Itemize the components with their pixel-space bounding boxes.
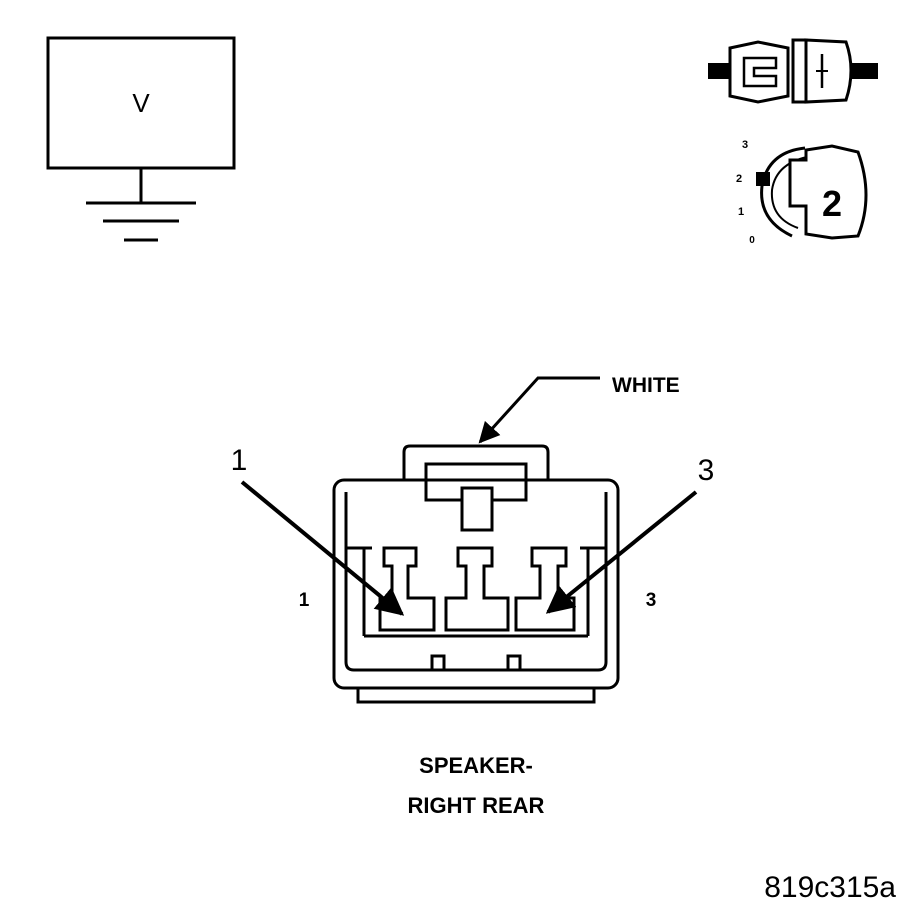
ignition-position-1: 1 <box>738 206 744 218</box>
pin-3-callout: 3 <box>698 454 715 487</box>
connector-caption-line-1: SPEAKER- <box>419 753 533 778</box>
pin-1-arrow <box>240 480 405 616</box>
pin-3-arrow <box>545 490 698 614</box>
voltmeter-box <box>46 36 236 170</box>
figure-id: 819c315a <box>764 871 896 904</box>
voltmeter-ground-icon: V <box>46 36 236 242</box>
cavity-3-label: 3 <box>646 590 657 611</box>
terminal-cavity-1 <box>378 546 436 632</box>
ignition-key-position: 2 <box>822 183 842 224</box>
terminal-cavity-3 <box>514 546 576 632</box>
pin-callout-arrows: 1 3 1 3 <box>231 444 715 616</box>
ignition-switch-icon: 3 2 1 0 2 <box>736 139 868 246</box>
pin-1-callout: 1 <box>231 444 248 477</box>
ignition-position-2: 2 <box>736 173 742 185</box>
connector-color-label: WHITE <box>612 374 680 397</box>
cavity-1-label: 1 <box>299 590 310 611</box>
terminal-cavity-2 <box>444 546 510 632</box>
connector-caption-line-2: RIGHT REAR <box>408 793 545 818</box>
connector-face <box>332 444 620 704</box>
connector-disconnect-icon <box>708 38 878 104</box>
voltmeter-label: V <box>132 88 150 118</box>
ignition-position-3: 3 <box>742 139 748 151</box>
ignition-position-0: 0 <box>749 235 755 246</box>
connector-color-callout: WHITE <box>478 374 680 444</box>
